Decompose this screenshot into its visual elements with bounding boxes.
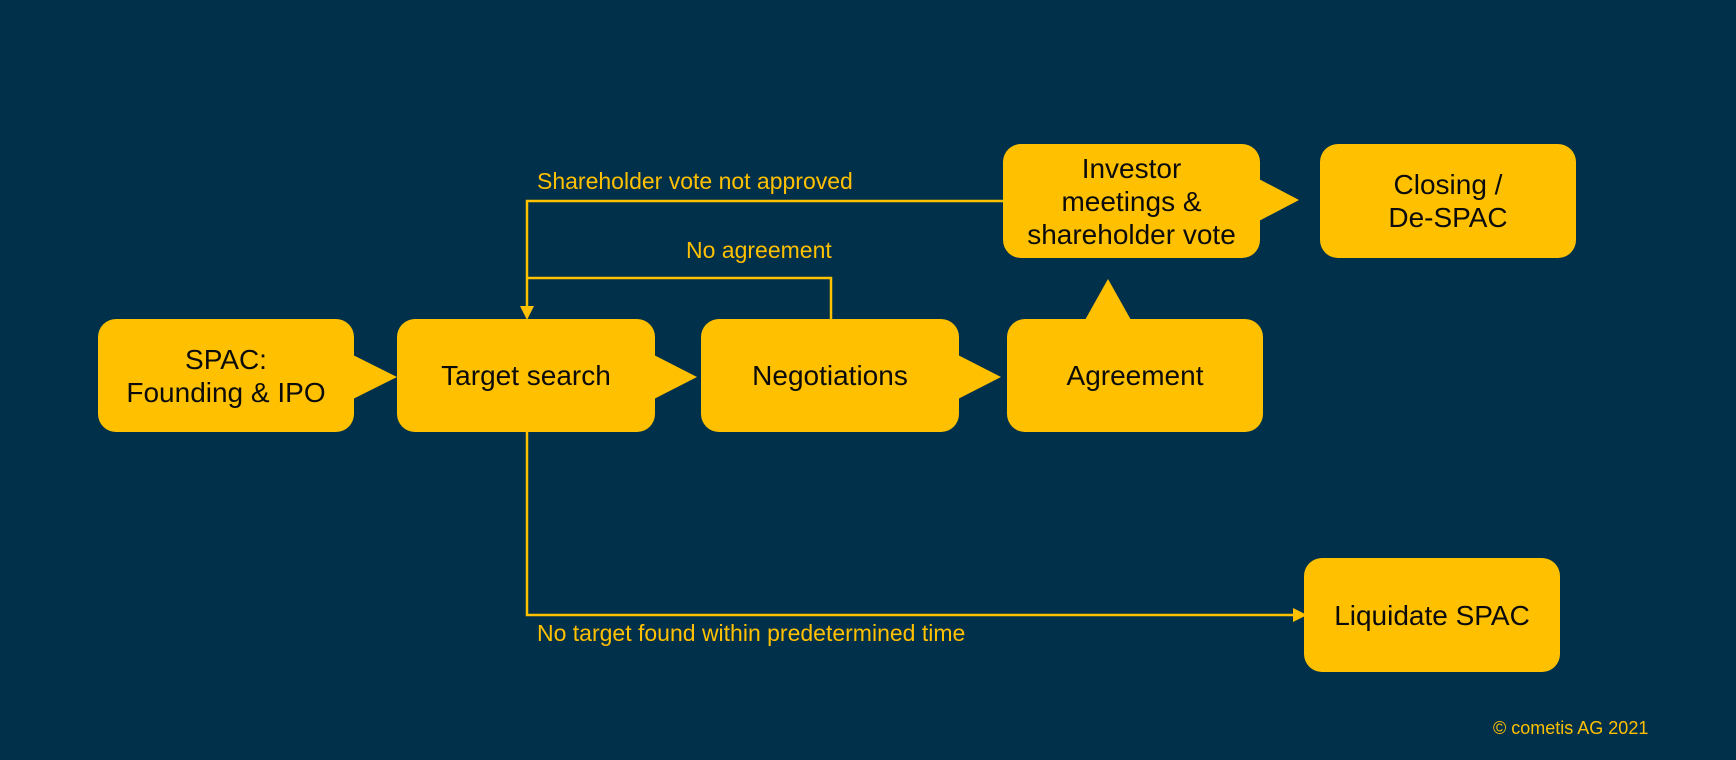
node-agreement-label: Agreement bbox=[1066, 360, 1204, 391]
edge-label-no-agreement: No agreement bbox=[686, 237, 832, 263]
connector-vote-not-approved bbox=[525, 199, 1005, 308]
arrow-target-search-to-negotiations bbox=[654, 355, 697, 399]
node-target-search: Target search bbox=[397, 319, 655, 432]
arrow-agreement-to-investor-meetings bbox=[1085, 279, 1131, 320]
arrowhead-into-liquidate bbox=[1293, 608, 1307, 622]
arrow-negotiations-to-agreement bbox=[958, 355, 1001, 399]
connector-no-target-found bbox=[525, 432, 1295, 617]
node-negotiations: Negotiations bbox=[701, 319, 959, 432]
node-spac-founding-label: SPAC: Founding & IPO bbox=[126, 343, 326, 408]
edge-label-no-target-found: No target found within predetermined tim… bbox=[537, 620, 966, 646]
edge-label-vote-not-approved: Shareholder vote not approved bbox=[537, 168, 853, 194]
node-target-search-label: Target search bbox=[441, 360, 611, 391]
node-agreement: Agreement bbox=[1007, 319, 1263, 432]
node-closing-label: Closing / De-SPAC bbox=[1388, 169, 1508, 233]
arrow-spac-to-target-search bbox=[353, 355, 397, 399]
node-negotiations-label: Negotiations bbox=[752, 360, 908, 391]
node-investor-meetings-label: Investor meetings & shareholder vote bbox=[1027, 152, 1236, 250]
node-liquidate-label: Liquidate SPAC bbox=[1334, 599, 1530, 631]
connector-no-agreement bbox=[527, 276, 833, 319]
node-liquidate: Liquidate SPAC bbox=[1304, 558, 1560, 672]
arrow-investor-meetings-to-closing bbox=[1257, 178, 1299, 222]
arrowhead-into-target-search bbox=[520, 306, 534, 320]
node-closing: Closing / De-SPAC bbox=[1320, 144, 1576, 258]
node-investor-meetings: Investor meetings & shareholder vote bbox=[1003, 144, 1260, 258]
node-spac-founding: SPAC: Founding & IPO bbox=[98, 319, 354, 432]
copyright-notice: © cometis AG 2021 bbox=[1493, 718, 1649, 738]
